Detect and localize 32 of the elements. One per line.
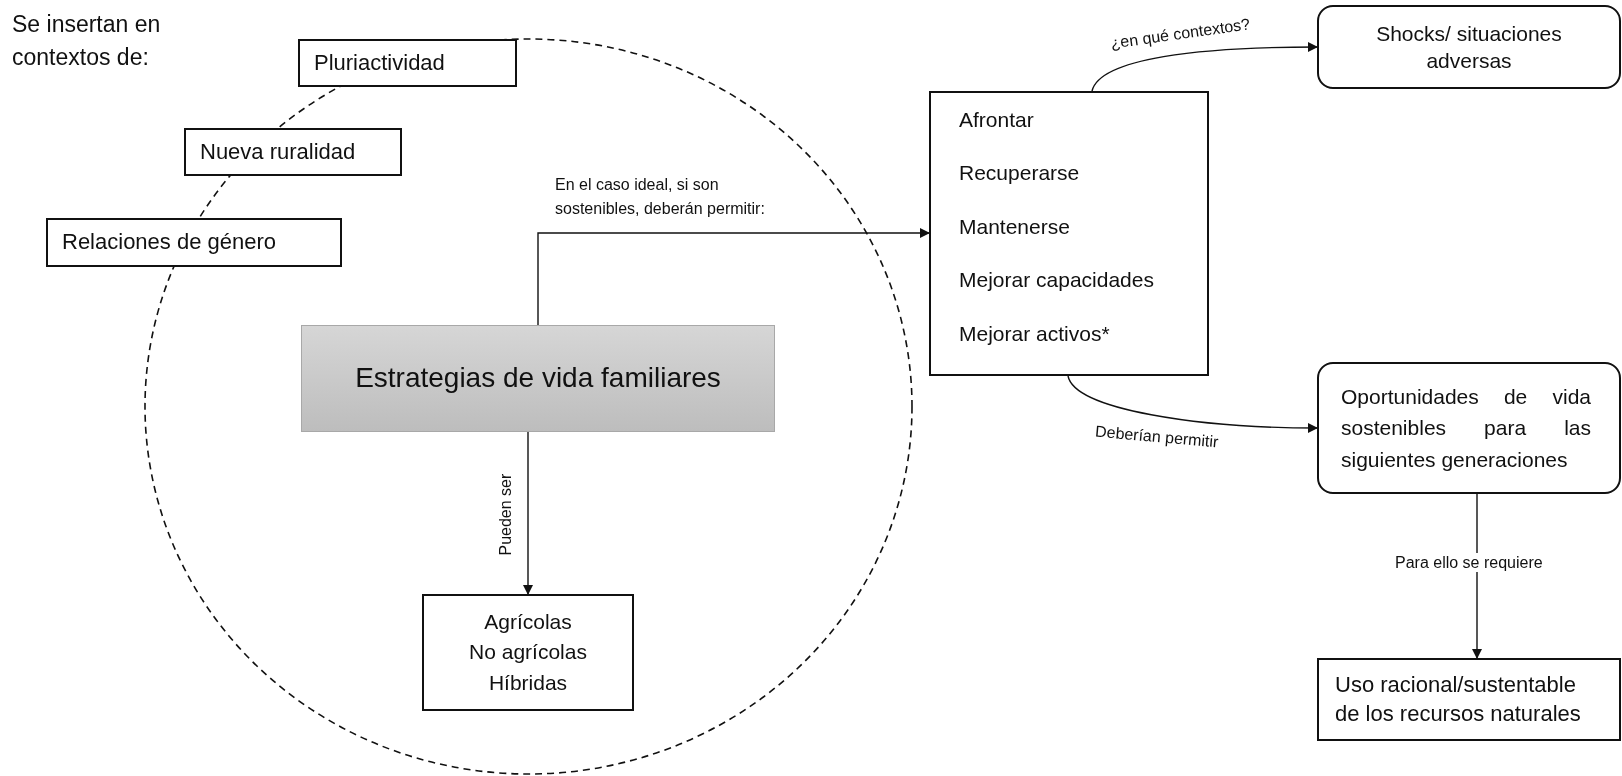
edge-label: Pueden ser (496, 472, 516, 558)
heading-note: Se insertan en contextos de: (12, 10, 162, 73)
node-text: Estrategias de vida familiares (354, 361, 722, 396)
edge-label: ¿en qué contextos? (1109, 14, 1252, 53)
node-text: Híbridas (488, 669, 568, 696)
opportunity-box (1317, 362, 1621, 494)
list-item: Afrontar (959, 107, 1034, 133)
node-text: Oportunidades de vida sostenibles para las siguientes generaciones (1341, 383, 1591, 473)
outcome-box (929, 91, 1209, 376)
node-text: Relaciones de género (62, 228, 278, 257)
arrow (1091, 42, 1318, 92)
edge-label: En el caso ideal, si son sostenibles, deberán permitir: (555, 175, 766, 219)
strategy-box (301, 325, 775, 432)
node-text: Agrícolas (484, 608, 572, 635)
arrow (523, 431, 533, 595)
arrow (537, 228, 930, 326)
resource-box (1317, 658, 1621, 741)
node-text: Nueva ruralidad (200, 137, 357, 166)
list-item: Mejorar capacidades (959, 267, 1154, 294)
arrow (1067, 375, 1318, 433)
list-item: Recuperarse (959, 160, 1080, 187)
shocks-box (1317, 5, 1621, 89)
list-item: Mantenerse (959, 213, 1070, 240)
type-box (422, 594, 634, 711)
node-text: Shocks/ situaciones adversas (1375, 20, 1563, 74)
node-text: Uso racional/sustentable de los recursos naturales (1335, 670, 1582, 728)
edge-label: Deberían permitir (1094, 421, 1220, 452)
arrow (1472, 493, 1482, 659)
node-text: No agrícolas (469, 639, 587, 666)
list-item: Mejorar activos* (959, 320, 1110, 347)
context-box (46, 218, 342, 267)
node-text: Pluriactividad (314, 48, 446, 77)
